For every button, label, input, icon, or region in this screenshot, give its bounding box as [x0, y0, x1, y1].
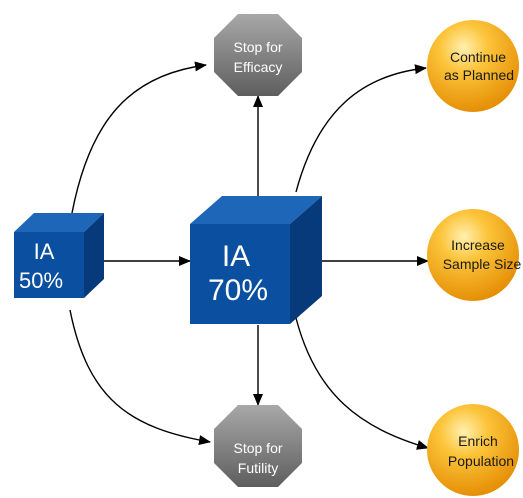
stop-futility-line2: Futility: [238, 460, 278, 476]
increase-line2: Sample Size: [443, 256, 522, 272]
stop-sign-shape: [214, 405, 302, 487]
cube-front-face: [14, 232, 84, 298]
ia70-label-line2: 70%: [208, 274, 268, 307]
decision-circle: [427, 404, 519, 496]
stop-efficacy-line1: Stop for: [233, 39, 282, 55]
arrow-ia70-to-enrich: [295, 317, 429, 450]
stop-futility-line1: Stop for: [233, 440, 282, 456]
increase-sample-size-circle: Increase Sample Size: [427, 209, 522, 301]
cube-top-face: [190, 196, 322, 224]
arrow-ia50-to-efficacy: [71, 61, 207, 214]
cube-side-face: [84, 213, 104, 298]
enrich-line2: Population: [448, 453, 514, 469]
arrow-ia50-to-futility: [69, 309, 211, 446]
ia50-label-line2: 50%: [19, 268, 63, 293]
enrich-line1: Enrich: [458, 433, 498, 449]
enrich-population-circle: Enrich Population: [427, 404, 519, 496]
cube-front-face: [190, 224, 290, 324]
stop-sign-shape: [214, 14, 302, 96]
ia70-label-line1: IA: [222, 240, 250, 273]
decision-circle: [427, 20, 519, 112]
cube-side-face: [290, 196, 322, 324]
interim-analysis-50-cube: IA 50%: [14, 213, 104, 298]
arrows: [69, 61, 429, 450]
continue-line1: Continue: [450, 49, 506, 65]
stop-futility-octagon: Stop for Futility: [214, 405, 302, 487]
cube-top-face: [14, 213, 104, 232]
interim-analysis-70-cube: IA 70%: [190, 196, 322, 324]
continue-as-planned-circle: Continue as Planned: [427, 20, 519, 112]
ia50-label-line1: IA: [34, 239, 55, 264]
decision-circle: [427, 209, 519, 301]
stop-efficacy-octagon: Stop for Efficacy: [214, 14, 302, 96]
continue-line2: as Planned: [444, 67, 514, 83]
stop-efficacy-line2: Efficacy: [234, 59, 283, 75]
increase-line1: Increase: [451, 237, 505, 253]
arrow-ia70-to-continue: [295, 64, 427, 193]
